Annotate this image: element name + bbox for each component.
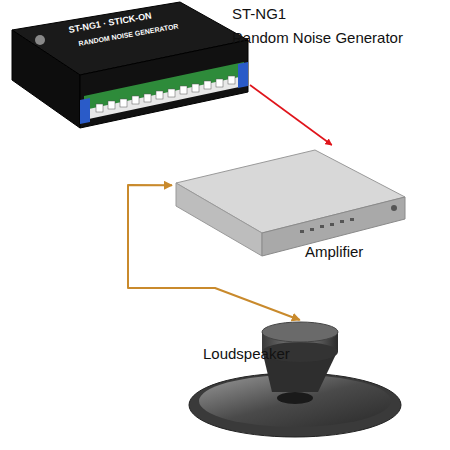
terminal-end xyxy=(80,98,90,124)
amplifier-side xyxy=(176,183,262,256)
noise-generator: ST-NG1 · STICK-ONRANDOM NOISE GENERATORS… xyxy=(10,0,250,135)
speaker-magnet-top xyxy=(262,322,338,342)
speaker-dustcap xyxy=(277,392,313,404)
noise-generator-device xyxy=(12,2,248,128)
speaker-wire xyxy=(128,185,300,320)
part-label: Amplifier xyxy=(305,244,363,261)
amplifier-controls xyxy=(300,205,397,233)
device-logo xyxy=(35,35,45,45)
signal-arrow xyxy=(250,85,332,145)
loudspeaker-drawing xyxy=(189,322,401,437)
terminal-screws xyxy=(96,76,235,112)
part-label: ST-NG1 xyxy=(232,6,286,23)
part-label: Loudspeaker xyxy=(203,346,290,363)
terminal-block xyxy=(84,76,244,120)
terminal-end xyxy=(238,62,248,88)
loudspeaker: Loudspeaker xyxy=(188,320,403,438)
amplifier: Amplifier xyxy=(172,145,407,257)
device-side xyxy=(12,30,80,128)
device-front xyxy=(80,40,248,128)
amplifier-box xyxy=(176,150,405,256)
part-label: Random Noise Generator xyxy=(232,30,403,47)
